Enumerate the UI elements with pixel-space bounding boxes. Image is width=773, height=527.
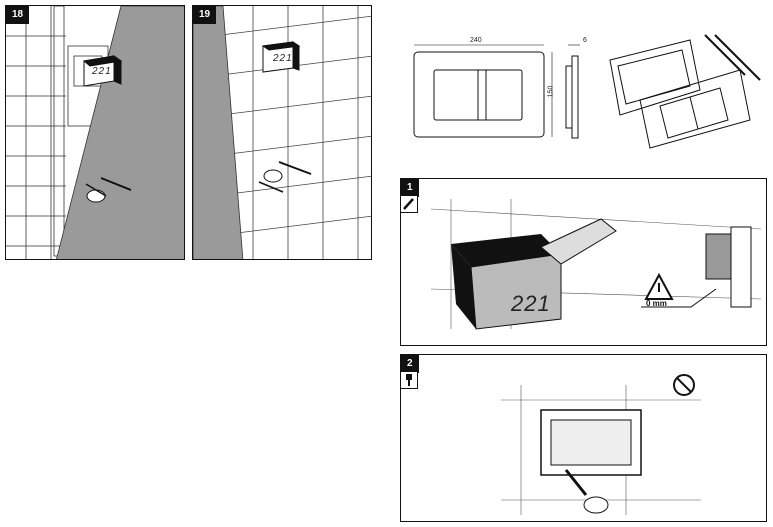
step-number: 2 [401,355,419,373]
depth-dimension: 6 [583,37,587,44]
code-label: 221 [511,291,551,316]
width-dimension: 240 [470,37,482,44]
dimension-drawing [413,34,761,149]
step-number: 19 [193,6,217,24]
step-19-illustration [193,6,371,259]
clearance-label: 0 mm [646,299,667,308]
step-2-illustration [501,374,701,515]
step-1-panel: 1 221 0 mm [400,178,767,346]
step-1-illustration [430,199,762,330]
screwdriver-icon [401,372,418,389]
code-label: 221 [92,66,112,77]
step-number: 1 [401,179,419,197]
height-dimension: 150 [547,85,555,98]
product-drawing: 240 150 6 [400,30,770,160]
step-number: 18 [6,6,30,24]
step-2-panel: 2 [400,354,767,522]
step-18-illustration [6,6,184,259]
step-19-panel: 19 221 [192,5,372,260]
code-label: 221 [273,53,293,64]
step-18-panel: 18 221 [5,5,185,260]
pencil-icon [401,196,418,213]
